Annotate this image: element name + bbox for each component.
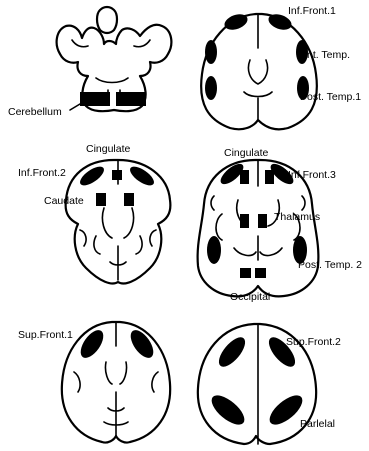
- roi-cerebellum-right: [116, 92, 146, 106]
- roi-post-temp-1-left: [205, 76, 217, 100]
- leader-cerebellum: [70, 104, 80, 110]
- roi-post-temp-2-left: [207, 236, 221, 264]
- roi-occipital-right: [255, 268, 266, 278]
- slice-temporal-level: Inf.Front.1 Ant. Temp. Post. Temp.1: [201, 5, 361, 129]
- roi-cingulate-left-slice: [112, 170, 122, 180]
- label-sup-front-2: Sup.Front.2: [286, 336, 341, 348]
- label-cingulate-left: Cingulate: [86, 143, 131, 155]
- label-post-temp-1: Post. Temp.1: [300, 91, 361, 103]
- slice-caudate-level: Cingulate Inf.Front.2 Caudate: [18, 143, 170, 283]
- label-inf-front-1: Inf.Front.1: [288, 5, 336, 17]
- slice-parietal-level: Sup.Front.2 Parlelal: [198, 324, 341, 444]
- label-inf-front-3: Inf.Front.3: [288, 169, 336, 181]
- roi-thalamus-right: [258, 214, 267, 228]
- roi-cingulate-slice-4-mid-left: [240, 170, 249, 184]
- slice-thalamus-level: Cingulate Inf.Front.3 Thalamus Post. Tem…: [198, 147, 363, 303]
- slice-cerebellum-level: Cerebellum: [8, 7, 171, 118]
- label-sup-front-1: Sup.Front.1: [18, 329, 73, 341]
- label-caudate: Caudate: [44, 195, 84, 207]
- roi-occipital-left: [240, 268, 251, 278]
- label-cerebellum: Cerebellum: [8, 106, 62, 118]
- roi-caudate-right: [124, 193, 134, 206]
- slice-2-outline: [201, 14, 317, 129]
- roi-ant-temp-left: [205, 40, 217, 64]
- label-occipital: Occipital: [230, 291, 270, 303]
- roi-caudate-left: [96, 193, 106, 206]
- roi-cingulate-slice-4-mid-right: [265, 170, 274, 184]
- roi-cerebellum-left: [80, 92, 110, 106]
- label-thalamus: Thalamus: [274, 211, 320, 223]
- slice-1-brainstem: [97, 7, 117, 33]
- label-parietal: Parlelal: [300, 418, 335, 430]
- roi-thalamus-left: [240, 214, 249, 228]
- label-cingulate-right: Cingulate: [224, 147, 269, 159]
- slice-sup-front-level: Sup.Front.1: [18, 322, 170, 443]
- slice-1-outline: [57, 25, 172, 111]
- label-inf-front-2: Inf.Front.2: [18, 167, 66, 179]
- label-post-temp-2: Post. Temp. 2: [298, 259, 362, 271]
- label-ant-temp: Ant. Temp.: [300, 49, 350, 61]
